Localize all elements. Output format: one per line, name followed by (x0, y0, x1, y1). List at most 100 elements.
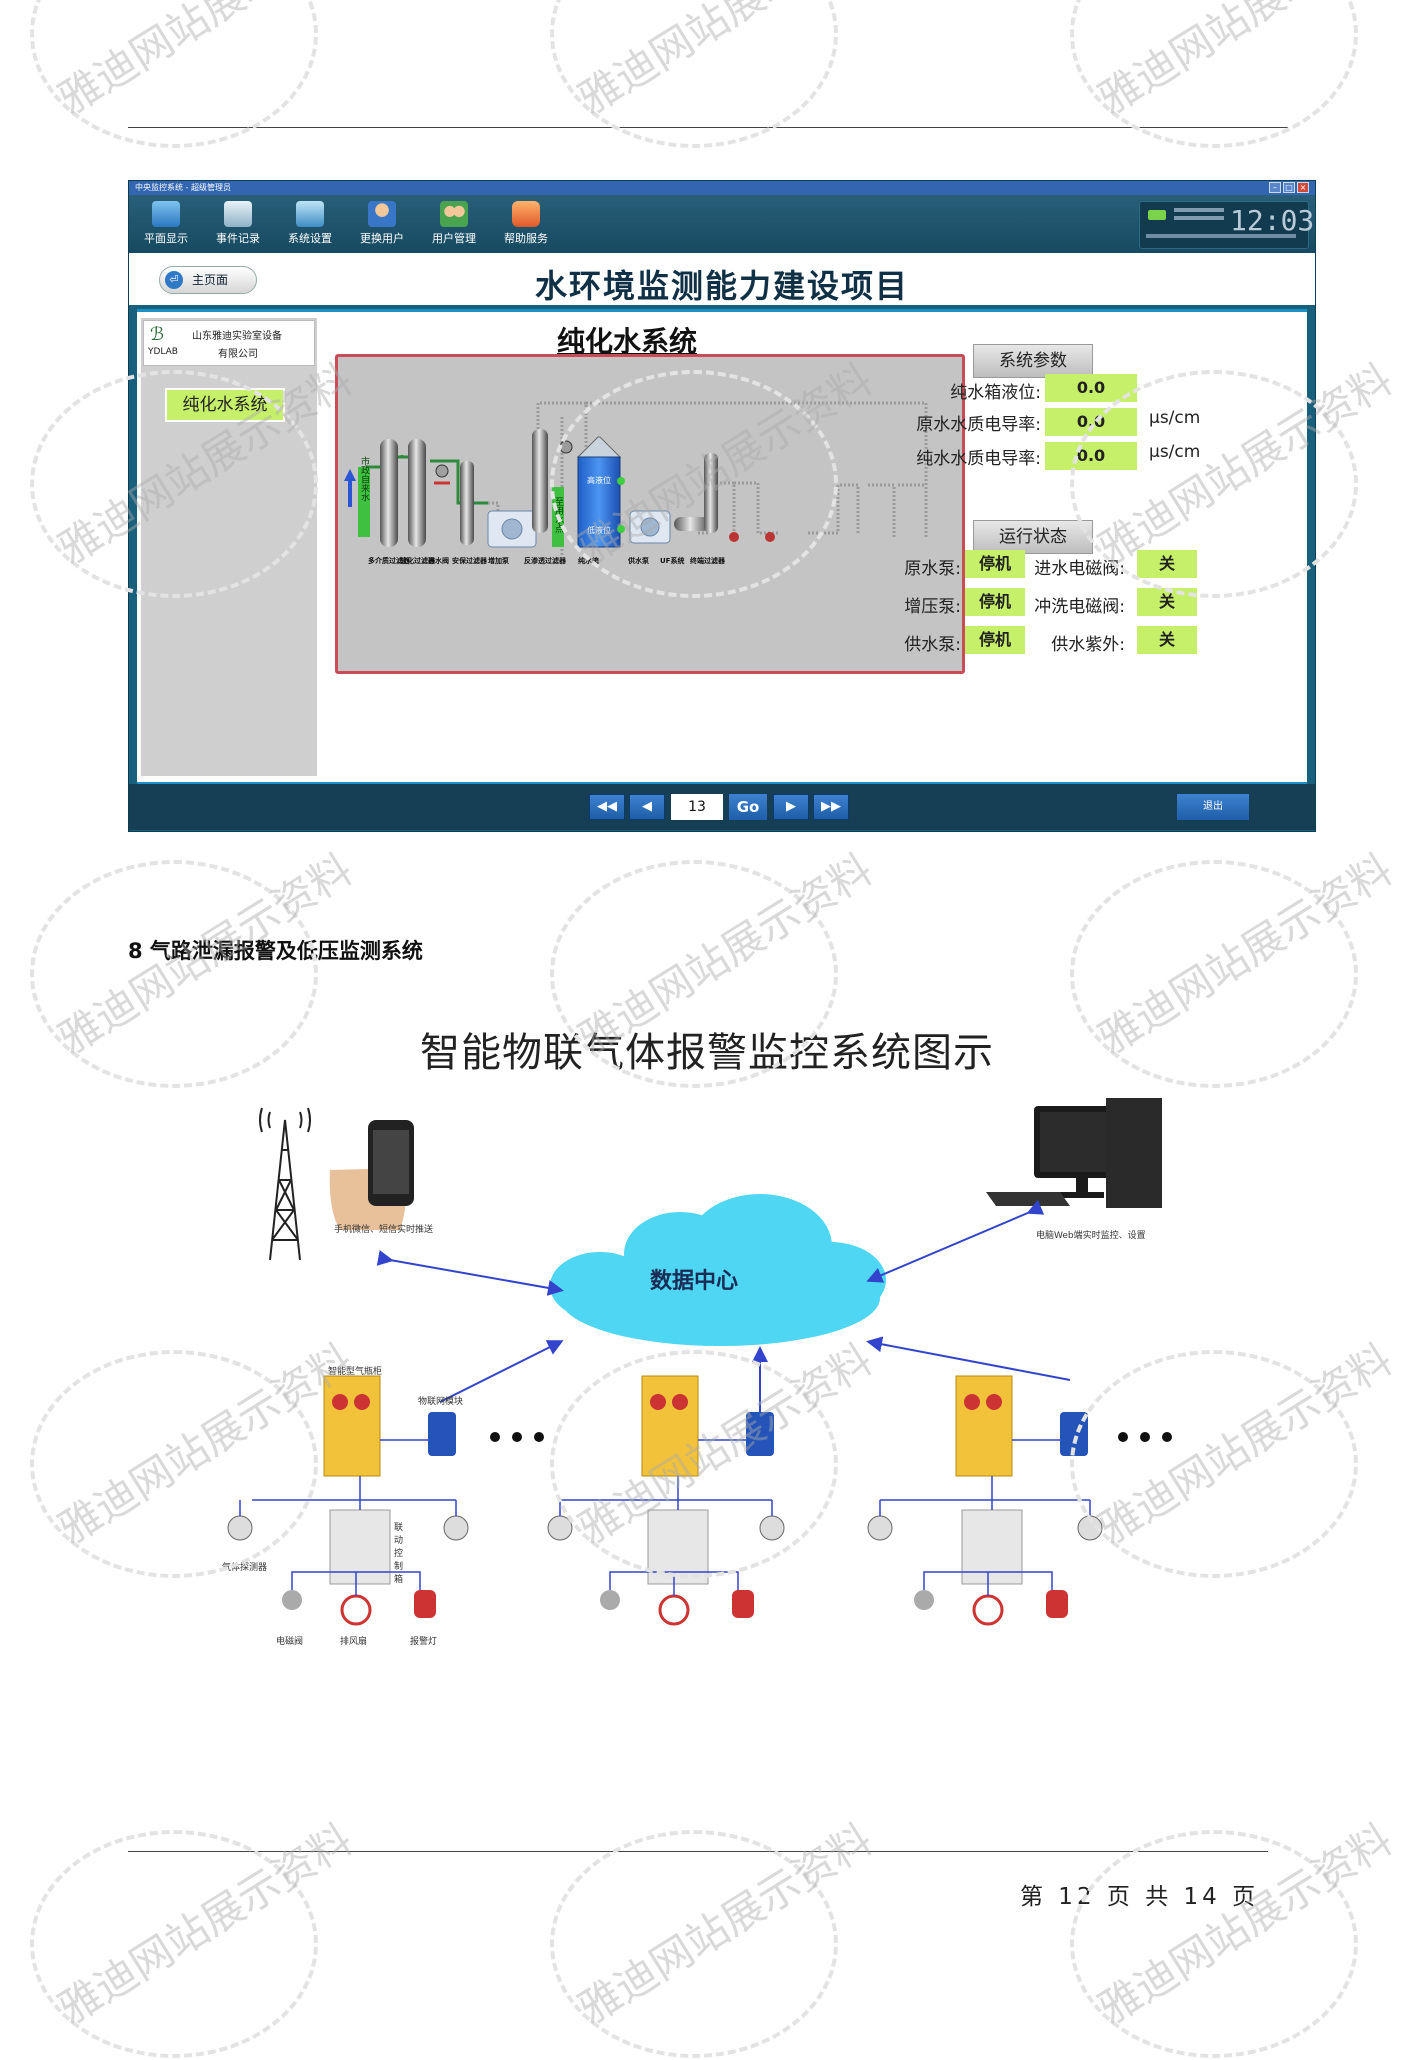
company-logo: ℬ YDLAB 山东雅迪实验室设备 有限公司 (143, 320, 315, 366)
company-name-line1: 山东雅迪实验室设备 (192, 331, 282, 342)
iot-diagram (227, 1098, 1162, 1626)
status-value: 关 (1137, 550, 1197, 578)
iot-module-caption: 物联网模块 (418, 1397, 464, 1407)
component-label: 纯水箱 (578, 556, 599, 565)
watermark: 雅迪网站展示资料 (49, 0, 361, 125)
pc-caption: 电脑Web端实时监控、设置 (1036, 1231, 1146, 1241)
pc-tower-icon (1106, 1098, 1162, 1208)
ellipsis-dot (534, 1432, 544, 1442)
maximize-icon[interactable]: □ (1283, 182, 1295, 193)
exit-button[interactable]: 退出 (1177, 794, 1249, 820)
param-label: 原水水质电导率: (916, 415, 1041, 435)
station-cluster (867, 1375, 1103, 1626)
status-label: 增压泵: (904, 597, 961, 617)
detector-caption: 气体探测器 (222, 1563, 268, 1573)
footer-rule (128, 1851, 1268, 1852)
cabinet-caption: 智能型气瓶柜 (328, 1367, 383, 1377)
watermark: 雅迪网站展示资料 (569, 0, 881, 125)
tank-low-level: 低液位 (587, 525, 611, 535)
component-label: 进水阀 (428, 556, 449, 565)
component-label: 供水泵 (627, 556, 649, 565)
process-diagram-svg: 市政自来水 至用水点 高液 (344, 401, 928, 565)
window-title: 中央监控系统 - 超级管理员 (135, 183, 231, 192)
status-value: 停机 (965, 550, 1025, 578)
scada-window: 中央监控系统 - 超级管理员 – □ × 平面显示 事件记录 系统设置 更换用户… (128, 180, 1316, 832)
ellipsis-dot (1162, 1432, 1172, 1442)
status-line (1146, 234, 1296, 238)
status-value: 关 (1137, 588, 1197, 616)
valve-caption: 电磁阀 (276, 1637, 304, 1647)
status-line (1174, 216, 1224, 220)
pagination-bar: ◀◀ ◀ 13 Go ▶ ▶▶ 退出 (129, 784, 1315, 830)
main-page-button[interactable]: ⏎ 主页面 (159, 266, 257, 294)
component-label: 安保过滤器 (452, 556, 488, 565)
page-footer: 第 12 页 共 14 页 (1020, 1884, 1260, 1910)
minimize-icon[interactable]: – (1269, 182, 1281, 193)
main-page-label: 主页面 (192, 273, 229, 287)
status-heading: 运行状态 (973, 520, 1093, 554)
phone-caption: 手机微信、短信实时推送 (334, 1225, 434, 1235)
company-name-line2: 有限公司 (218, 349, 258, 360)
process-diagram: 市政自来水 至用水点 高液 (335, 354, 965, 674)
next-page-icon[interactable]: ▶ (773, 794, 809, 820)
toolbar-user-management[interactable]: 用户管理 (423, 201, 485, 251)
component-label: UF系统 (660, 556, 684, 565)
status-label: 原水泵: (904, 559, 961, 579)
record-icon (224, 201, 252, 227)
toolbar-label: 更换用户 (360, 232, 404, 245)
ellipsis-dot (1140, 1432, 1150, 1442)
params-heading: 系统参数 (973, 344, 1093, 378)
help-icon (512, 201, 540, 227)
cloud-shape (550, 1194, 886, 1346)
toolbar-help[interactable]: 帮助服务 (495, 201, 557, 251)
cloud-label: 数据中心 (650, 1269, 739, 1294)
nav-item-purified-water[interactable]: 纯化水系统 (165, 388, 285, 422)
toolbar-label: 事件记录 (216, 232, 260, 245)
component-label: 增加泵 (488, 556, 509, 565)
monitor-icon (152, 201, 180, 227)
close-icon[interactable]: × (1297, 182, 1309, 193)
first-page-icon[interactable]: ◀◀ (589, 794, 625, 820)
left-panel: ℬ YDLAB 山东雅迪实验室设备 有限公司 纯化水系统 (141, 318, 317, 776)
header-rule (128, 127, 1288, 128)
page-number-input[interactable]: 13 (671, 794, 723, 820)
toolbar-settings[interactable]: 系统设置 (279, 201, 341, 251)
ellipsis-dot (490, 1432, 500, 1442)
go-button[interactable]: Go (729, 794, 767, 820)
prev-page-icon[interactable]: ◀ (629, 794, 665, 820)
status-label: 冲洗电磁阀: (1034, 597, 1125, 617)
station-cluster (227, 1375, 469, 1626)
status-value: 关 (1137, 626, 1197, 654)
param-unit: μs/cm (1149, 408, 1201, 428)
toolbar-floor-plan[interactable]: 平面显示 (135, 201, 197, 251)
param-unit: μs/cm (1149, 442, 1201, 462)
watermark: 雅迪网站展示资料 (569, 1814, 881, 2035)
status-value: 停机 (965, 626, 1025, 654)
param-value: 0.0 (1045, 442, 1137, 470)
param-label: 纯水箱液位: (950, 383, 1041, 403)
component-label: 软化过滤器 (400, 556, 436, 565)
content-area: ℬ YDLAB 山东雅迪实验室设备 有限公司 纯化水系统 纯化水系统 (137, 309, 1307, 785)
logo-text: YDLAB (148, 347, 178, 357)
toolbar-switch-user[interactable]: 更换用户 (351, 201, 413, 251)
last-page-icon[interactable]: ▶▶ (813, 794, 849, 820)
status-line (1174, 208, 1224, 212)
signal-tower (259, 1107, 311, 1261)
home-icon: ⏎ (165, 271, 183, 289)
component-label: 终端过滤器 (690, 556, 726, 565)
station-cluster (547, 1375, 785, 1626)
status-value: 停机 (965, 588, 1025, 616)
ellipsis-dot (512, 1432, 522, 1442)
keyboard-icon (986, 1192, 1070, 1206)
watermark: 雅迪网站展示资料 (1089, 1814, 1401, 2035)
component-label: 多介质过滤器 (368, 556, 411, 565)
fan-caption: 排风扇 (340, 1637, 368, 1647)
watermark: 雅迪网站展示资料 (49, 1814, 361, 2035)
diagram-return-label: 至用水点 (553, 497, 564, 534)
system-title: 纯化水系统 (557, 325, 698, 358)
param-label: 纯水水质电导率: (916, 449, 1041, 469)
users-icon (440, 201, 468, 227)
controller-caption: 联动控制箱 (394, 1523, 404, 1585)
toolbar-event-log[interactable]: 事件记录 (207, 201, 269, 251)
tank-high-level: 高液位 (587, 475, 611, 485)
